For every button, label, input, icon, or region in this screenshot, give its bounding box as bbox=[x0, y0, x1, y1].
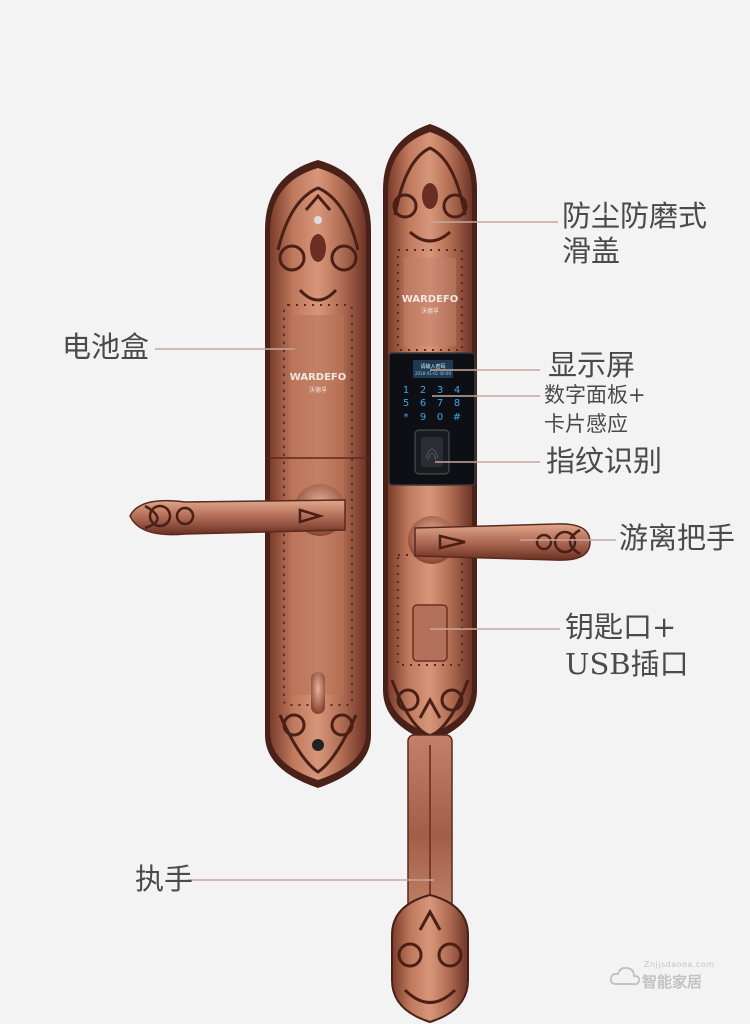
keypad-key[interactable]: 9 bbox=[420, 412, 426, 423]
keypad-key[interactable]: * bbox=[404, 412, 409, 423]
fingerprint-icon bbox=[425, 448, 439, 461]
keypad-key[interactable]: # bbox=[453, 412, 461, 423]
left-lever-handle bbox=[129, 484, 346, 536]
lcd-screen bbox=[413, 360, 453, 378]
left-brand-logo: WARDEFO bbox=[290, 372, 346, 383]
thumb-turn bbox=[311, 672, 325, 714]
keypad-key[interactable]: 6 bbox=[420, 398, 426, 409]
keypad-key[interactable]: 0 bbox=[437, 412, 443, 423]
label-handle: 游离把手 bbox=[619, 521, 736, 555]
keypad-key[interactable]: 7 bbox=[437, 398, 443, 409]
lcd-line-2: 2018-01-01 00:00 bbox=[415, 371, 452, 376]
keypad-key[interactable]: 3 bbox=[437, 385, 443, 396]
keypad-key[interactable]: 5 bbox=[403, 398, 409, 409]
label-keypad-line-1: 数字面板+ bbox=[544, 383, 646, 407]
left-lock-plate bbox=[265, 160, 371, 788]
keypad-key[interactable]: 1 bbox=[403, 385, 409, 396]
left-top-ornament bbox=[276, 186, 360, 302]
keypad-key[interactable]: 2 bbox=[420, 385, 426, 396]
cloud-logo-icon bbox=[609, 966, 641, 986]
watermark-url: Znjjsdaooa.com bbox=[644, 960, 715, 969]
key-slot-cover bbox=[412, 604, 448, 662]
watermark-text: 智能家居 bbox=[642, 973, 703, 991]
left-brand-subtext: 沃德孚 bbox=[309, 386, 327, 394]
lcd-line-1: 请输入密码 bbox=[420, 363, 445, 370]
fingerprint-sensor[interactable] bbox=[421, 437, 443, 467]
label-display: 显示屏 bbox=[548, 348, 636, 382]
right-brand-logo: WARDEFO bbox=[402, 294, 458, 305]
left-bottom-ornament bbox=[278, 713, 358, 774]
label-dust-cover-line-1: 防尘防磨式 bbox=[562, 199, 708, 233]
keypad-key[interactable]: 4 bbox=[454, 385, 460, 396]
label-key-line-2: USB插口 bbox=[565, 647, 689, 681]
screw-icon bbox=[312, 739, 324, 751]
leader-lines bbox=[155, 221, 616, 881]
right-lever-handle bbox=[408, 516, 591, 564]
dust-cover-ornament bbox=[392, 146, 468, 243]
label-keypad-line-2: 卡片感应 bbox=[544, 412, 628, 436]
grip-handle bbox=[391, 734, 469, 1024]
label-dust-cover-line-2: 滑盖 bbox=[562, 234, 621, 268]
label-grip: 执手 bbox=[135, 862, 194, 896]
touch-panel: 请输入密码 2018-01-01 00:00 1 2 3 4 5 6 7 8 *… bbox=[388, 352, 476, 486]
label-key-line-1: 钥匙口+ bbox=[565, 610, 677, 644]
keypad-key[interactable]: 8 bbox=[454, 398, 460, 409]
right-brand-subtext: 沃德孚 bbox=[421, 307, 439, 315]
watermark: Znjjsdaooa.com 智能家居 bbox=[608, 956, 728, 996]
label-fingerprint: 指纹识别 bbox=[546, 444, 663, 478]
keypad: 1 2 3 4 5 6 7 8 * 9 0 # bbox=[403, 385, 461, 423]
label-battery-box: 电池盒 bbox=[62, 330, 150, 364]
